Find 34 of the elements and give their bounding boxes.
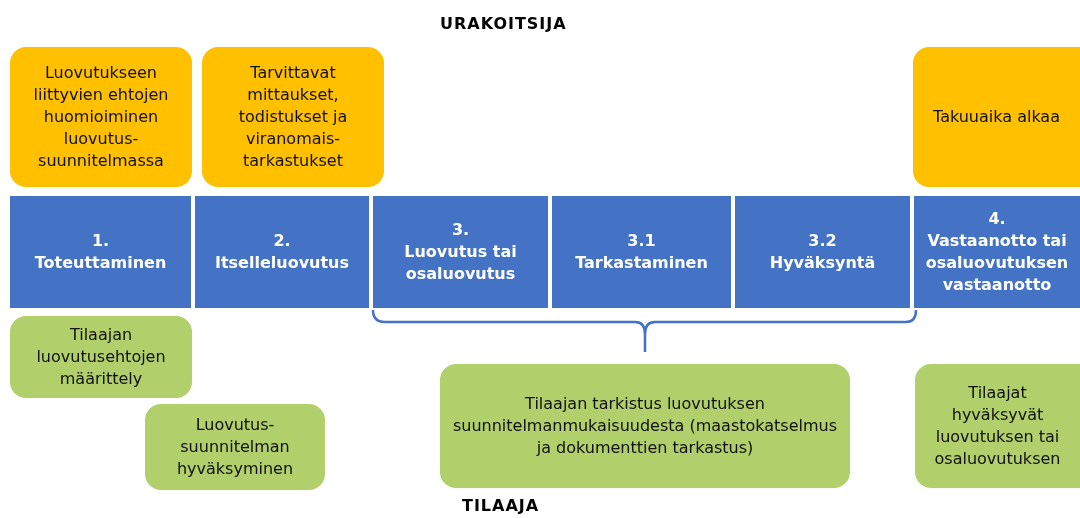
phase-number: 4. — [988, 208, 1006, 230]
client-task-box — [440, 364, 850, 488]
phase-box — [373, 196, 548, 308]
client-task-box — [145, 404, 325, 490]
phase-number: 2. — [273, 230, 291, 252]
party-heading: TILAAJA — [462, 496, 540, 515]
task-text: Luovutus-suunnitelman hyväksyminen — [175, 414, 295, 480]
task-text: Luovutukseen liittyvien ehtojen huomioiminen luovutus-suunnitelmassa — [32, 62, 170, 172]
contractor-task-box — [913, 47, 1080, 187]
task-text: Tilaajat hyväksyvät luovutuksen tai osaluovutuksen — [933, 382, 1062, 470]
phase-number: 1. — [91, 230, 110, 252]
phase-title: Itselleluovutus — [214, 252, 349, 274]
phase-number: 3.1 — [627, 230, 656, 252]
phase-box — [10, 196, 191, 308]
contractor-task-box — [10, 47, 192, 187]
phase-title: Tarkastaminen — [575, 252, 708, 274]
task-text: Tilaajan luovutusehtojen määrittely — [35, 324, 167, 390]
task-text: Tilaajan tarkistus luovutuksen suunnitelmanmukaisuudesta (maastokatselmus ja dokumenttien tarkastus) — [451, 393, 839, 459]
phase-number: 3. — [451, 219, 470, 241]
phase-title: Hyväksyntä — [769, 252, 876, 274]
phase-title: Vastaanotto tai osaluovutuksen vastaanotto — [924, 230, 1070, 296]
phase-box — [195, 196, 369, 308]
phase-title: Toteuttaminen — [34, 252, 167, 274]
contractor-task-box — [202, 47, 384, 187]
client-task-box — [915, 364, 1080, 488]
party-heading: URAKOITSIJA — [440, 14, 567, 33]
phase-box — [914, 196, 1080, 308]
phase-box — [735, 196, 910, 308]
phase-title: Luovutus tai osaluovutus — [403, 241, 518, 285]
phase-box — [552, 196, 731, 308]
task-text: Takuuaika alkaa — [933, 106, 1060, 128]
task-text: Tarvittavat mittaukset, todistukset ja viranomais-tarkastukset — [237, 62, 349, 172]
client-task-box — [10, 316, 192, 398]
phase-number: 3.2 — [808, 230, 837, 252]
